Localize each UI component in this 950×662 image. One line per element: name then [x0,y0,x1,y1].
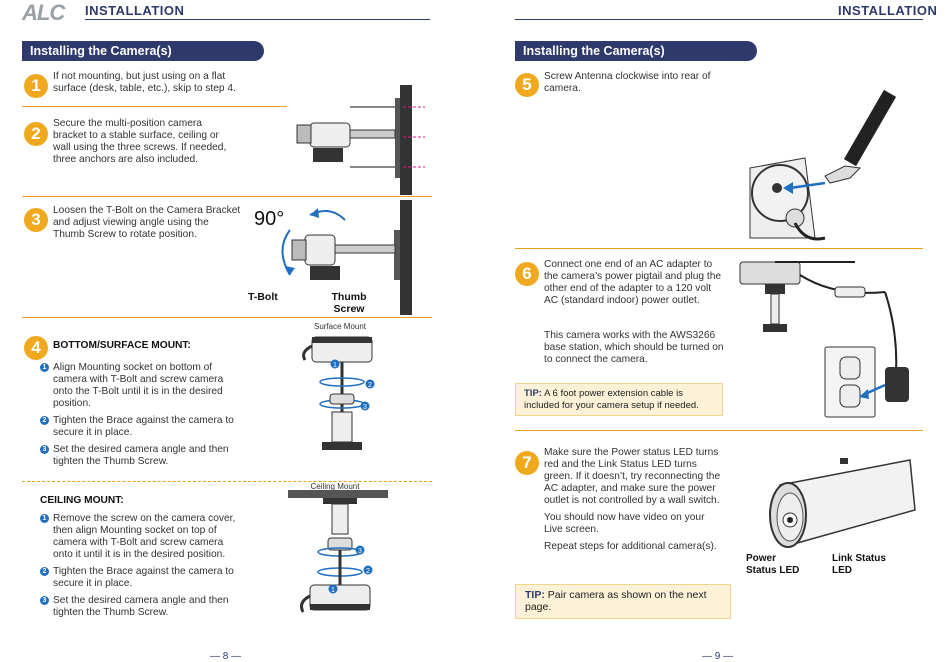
tbolt-label: T-Bolt [248,291,278,303]
antenna-illustration [749,89,897,241]
right-page-number: — 9 — [702,651,734,662]
svg-text:3: 3 [358,548,362,555]
svg-text:1: 1 [333,362,337,369]
tip-label: TIP: [524,388,542,399]
list-item: 1 Remove the screw on the camera cover, t… [40,513,240,561]
step-7-text-3: Repeat steps for additional camera(s). [544,541,717,552]
right-header-rule [515,19,923,20]
svg-text:2: 2 [368,382,372,389]
list-item: 2 Tighten the Brace against the camera to… [40,415,240,439]
right-header-title: INSTALLATION [838,3,938,18]
led-camera-illustration [769,458,916,548]
tip-text: Pair camera as shown on the next page. [525,589,707,613]
separator [22,317,432,318]
step-5-text: Screw Antenna clockwise into rear of cam… [544,71,711,94]
ceiling-mount-illustration: 3 2 1 [288,490,388,613]
wall-bracket-illustration [296,85,425,195]
step-3-text: Loosen the T-Bolt on the Camera Bracket … [53,205,241,240]
step-2-badge: 2 [24,122,48,146]
alc-logo: ALC [22,0,65,25]
list-item-text: Set the desired camera angle and then ti… [53,595,229,618]
tip-box-1: TIP: A 6 foot power extension cable is i… [515,383,723,416]
link-status-led-label: Link Status LED [832,553,886,576]
right-section-title: Installing the Camera(s) [515,41,757,61]
ceiling-mount-list: 1 Remove the screw on the camera cover, t… [40,513,240,619]
step-3-badge: 3 [24,208,48,232]
tip-text: A 6 foot power extension cable is includ… [524,388,699,411]
step-6-text-2: This camera works with the AWS3266 base … [544,330,724,365]
power-status-led-label: Power Status LED [746,553,800,576]
step-2-text: Secure the multi-position camera bracket… [53,118,227,165]
list-item-text: Remove the screw on the camera cover, th… [53,513,236,560]
step-1-badge: 1 [24,74,48,98]
bullet-number: 3 [40,596,49,605]
svg-text:3: 3 [363,404,367,411]
list-item-text: Set the desired camera angle and then ti… [53,444,229,467]
bullet-number: 1 [40,514,49,523]
separator [515,430,923,431]
bottom-mount-title: BOTTOM/SURFACE MOUNT: [53,340,191,351]
bullet-number: 2 [40,416,49,425]
list-item-text: Align Mounting socket on bottom of camer… [53,362,224,409]
angle-label: 90° [254,208,285,230]
step-4-badge: 4 [24,336,48,360]
ceiling-mount-label: Ceiling Mount [310,482,360,491]
bullet-number: 1 [40,363,49,372]
surface-mount-label: Surface Mount [313,322,367,331]
list-item-text: Tighten the Brace against the camera to … [53,566,234,589]
step-7-text: Make sure the Power status LED turns red… [544,447,721,506]
bottom-mount-list: 1 Align Mounting socket on bottom of came… [40,362,240,468]
separator [22,196,432,197]
bullet-number: 2 [40,567,49,576]
svg-text:2: 2 [366,568,370,575]
surface-mount-illustration: 1 2 3 [302,336,375,450]
step-6-text: Connect one end of an AC adapter to the … [544,259,722,306]
step-7-badge: 7 [515,451,539,475]
bullet-number: 3 [40,445,49,454]
step-5-badge: 5 [515,73,539,97]
step-7-text-2: You should now have video on your Live s… [544,512,705,535]
thumb-screw-label: Thumb Screw [331,291,367,315]
dashed-separator [22,481,432,482]
list-item: 3 Set the desired camera angle and then t… [40,595,240,619]
step-1-text: If not mounting, but just using on a fla… [53,71,236,94]
bracket-adjust-illustration [281,200,412,315]
list-item: 2 Tighten the Brace against the camera to… [40,566,240,590]
separator [515,248,923,249]
list-item-text: Tighten the Brace against the camera to … [53,415,234,438]
left-header-rule [85,19,430,20]
tip-box-2: TIP: Pair camera as shown on the next pa… [515,584,731,619]
tip-label: TIP: [525,589,545,601]
power-adapter-illustration [739,261,909,418]
left-section-title: Installing the Camera(s) [22,41,264,61]
step-6-badge: 6 [515,262,539,286]
ceiling-mount-title: CEILING MOUNT: [40,495,124,506]
list-item: 1 Align Mounting socket on bottom of came… [40,362,240,410]
svg-text:1: 1 [331,587,335,594]
separator [22,106,287,107]
left-page-number: — 8 — [210,651,242,662]
left-header-title: INSTALLATION [85,3,185,18]
list-item: 3 Set the desired camera angle and then t… [40,444,240,468]
